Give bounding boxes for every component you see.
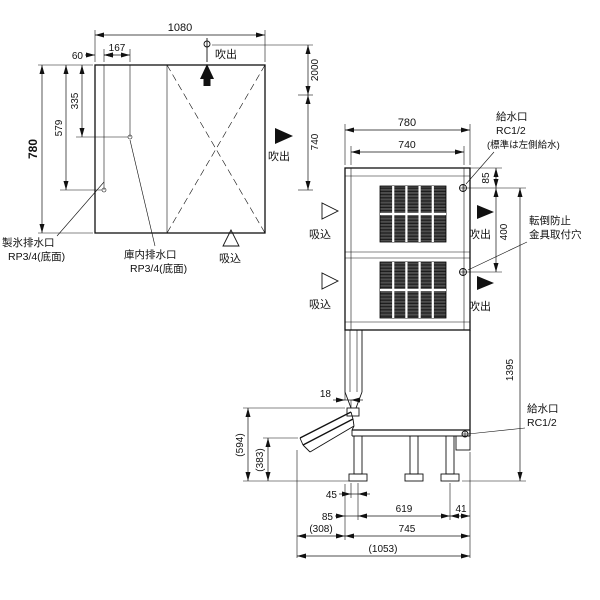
bin-drain-spec-label: RP3/4(底面) [130,262,187,275]
side-suction-upper: 吸込 [309,202,340,241]
blowout-top-label: 吹出 [215,47,237,61]
foot [348,473,368,482]
side-blowout-upper: 吹出 [469,205,494,241]
dim-clearances: 2000 740 [212,44,321,191]
dim-widths: 780 740 [344,117,471,165]
cabinet [344,167,471,331]
condenser-grille-upper [379,185,447,243]
drain-reference-lines [101,65,133,193]
dim-text-167: 167 [109,43,126,54]
blowout-right-arrow-icon [477,205,494,219]
foot [404,473,424,482]
door-pivot [346,407,360,417]
blowout-up-arrow-stem [203,79,211,86]
dim-text-18: 18 [320,389,332,400]
inlet-top-note: (標準は左側給水) [487,139,560,151]
dim-text-308: (308) [309,524,332,535]
plan-view: 1080 60 167 780 579 335 [2,22,321,275]
inlet-top-spec: RC1/2 [496,125,526,137]
vent-symbol-icon [203,40,211,48]
bin-drain-name-label: 庫内排水口 [124,248,177,261]
dim-door-open: (594) (383) [235,407,349,482]
suction-lower-label: 吸込 [309,298,331,311]
plan-blowout-top: 吹出 [200,38,237,86]
dim-total-width: 1080 [94,22,266,62]
dim-text-745: 745 [399,524,416,535]
cabinet-outline [344,167,471,331]
dim-text-335: 335 [70,92,81,109]
dim-drain-offsets: 60 167 [72,43,131,62]
ice-drain-spec-label: RP3/4(底面) [8,250,65,263]
suction-upper-label: 吸込 [309,228,331,241]
dim-text-60: 60 [72,51,84,62]
plan-hatch-x [166,64,266,234]
dim-base-rows: 45 85 619 41 (308) 745 (1053) [296,450,471,559]
water-inlet-lower-label: 給水口 RC1/2 [461,402,559,438]
blowout-lower-label: 吹出 [469,299,491,313]
dim-text-85-inlet: 85 [481,172,492,184]
dim-text-579: 579 [54,119,65,136]
dim-text-1080: 1080 [168,22,192,34]
dim-text-41: 41 [455,504,467,515]
dim-text-1053: (1053) [369,544,398,555]
inlet-top-name: 給水口 [496,110,528,123]
open-door [299,411,355,453]
drain-labels: 製氷排水口 RP3/4(底面) 庫内排水口 RP3/4(底面) [2,139,187,275]
water-inlet-lower-symbol [461,430,469,438]
inlet-bottom-name: 給水口 [527,402,559,415]
dim-text-1395: 1395 [505,358,516,381]
blowout-upper-label: 吹出 [469,227,491,241]
dim-text-780-depth: 780 [26,139,40,159]
water-inlet-upper-label: 給水口 RC1/2 (標準は左側給水) [465,110,560,185]
bracket-label-line1: 転倒防止 [529,214,571,227]
dim-text-383: (383) [255,448,266,471]
dim-text-619: 619 [396,504,413,515]
dim-right-column: 85 400 1395 [462,167,526,482]
anti-tip-label: 転倒防止 金具取付穴 [467,214,582,271]
anti-tip-hole-symbol [459,268,467,276]
dim-text-2000: 2000 [310,58,321,81]
dim-text-740-clearance: 740 [310,133,321,150]
rear-bracket [455,435,471,451]
suction-up-arrow-icon [222,228,240,247]
dim-text-85-base: 85 [322,512,334,523]
side-suction-lower: 吸込 [309,272,340,311]
dim-text-45: 45 [326,490,338,501]
blowout-right-label: 吹出 [268,149,290,163]
ice-drain-name-label: 製氷排水口 [2,236,55,249]
dim-text-594: (594) [235,433,246,456]
bracket-label-line2: 金具取付穴 [529,228,582,241]
dim-depths: 780 579 335 [26,64,128,234]
inlet-bottom-spec: RC1/2 [527,417,557,429]
dim-text-740-width: 740 [398,139,416,151]
blowout-up-arrow-icon [200,64,214,79]
condenser-grille-lower [379,261,447,319]
legs [348,435,460,482]
blowout-right-arrow-icon [275,128,293,144]
water-inlet-upper-symbol [459,184,467,192]
suction-label: 吸込 [219,252,241,265]
dim-text-400: 400 [499,223,510,240]
lower-structure [299,330,471,482]
side-view: 780 740 [235,110,582,559]
blowout-right-arrow-icon [477,276,494,290]
plan-outline [94,64,266,234]
dim-door-thickness: 18 [320,389,363,408]
plan-blowout-right: 吹出 [268,128,293,163]
plan-suction: 吸込 [219,228,241,265]
side-blowout-lower: 吹出 [469,276,494,313]
dim-text-780-width: 780 [398,117,416,129]
foot [440,473,460,482]
suction-right-arrow-icon [321,272,340,290]
suction-right-arrow-icon [321,202,340,220]
